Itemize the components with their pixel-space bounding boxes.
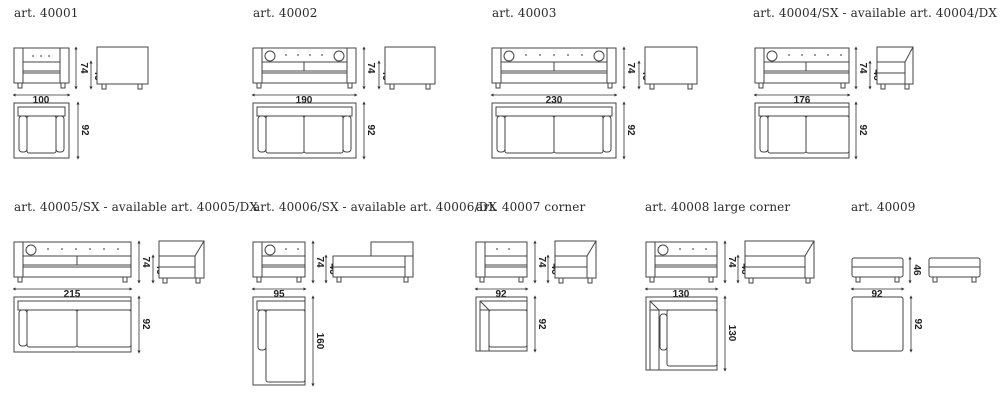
width-label: 92 bbox=[871, 289, 883, 300]
top-view-40007 bbox=[475, 296, 528, 352]
top-view-40009 bbox=[851, 296, 904, 352]
depth-label: 92 bbox=[140, 318, 151, 330]
top-view-40005 bbox=[13, 296, 132, 353]
width-label: 176 bbox=[794, 95, 811, 106]
depth-label: 92 bbox=[857, 124, 868, 136]
drawing-40001: 74 46 100 92 bbox=[12, 46, 149, 160]
item-title-40007: art. 40007 corner bbox=[476, 200, 586, 214]
item-title-40009: art. 40009 bbox=[851, 200, 916, 214]
width-label: 215 bbox=[64, 289, 81, 300]
height-label: 74 bbox=[314, 256, 325, 268]
depth-label: 92 bbox=[365, 124, 376, 136]
width-label: 130 bbox=[673, 289, 690, 300]
drawing-40008: 74 46 130 130 bbox=[644, 240, 815, 372]
drawing-40005: 74 46 215 92 bbox=[12, 240, 205, 354]
top-view-40003 bbox=[491, 102, 617, 159]
depth-label: 92 bbox=[912, 318, 923, 330]
depth-label: 92 bbox=[625, 124, 636, 136]
drawing-40002: 74 46 190 92 bbox=[251, 46, 436, 160]
item-title-40001: art. 40001 bbox=[14, 6, 79, 20]
width-label: 95 bbox=[273, 289, 285, 300]
side-view-40009 bbox=[928, 257, 981, 283]
height-label: 74 bbox=[857, 62, 868, 74]
front-view-40006 bbox=[252, 241, 306, 283]
width-label: 230 bbox=[546, 95, 563, 106]
item-title-40003: art. 40003 bbox=[492, 6, 557, 20]
top-view-40001 bbox=[13, 102, 70, 159]
front-view-40001 bbox=[13, 47, 70, 89]
drawing-40004: 74 46 176 92 bbox=[753, 46, 914, 160]
height-label: 74 bbox=[536, 256, 547, 268]
side-view-40003 bbox=[644, 46, 698, 90]
drawing-40006: 74 46 95 160 bbox=[251, 240, 414, 387]
side-view-40002 bbox=[384, 46, 436, 90]
top-view-40004 bbox=[754, 102, 850, 159]
side-view-40004 bbox=[876, 46, 914, 90]
height-label: 74 bbox=[78, 62, 89, 74]
front-view-40007 bbox=[475, 241, 528, 283]
item-title-40002: art. 40002 bbox=[253, 6, 318, 20]
seat-height-label: 46 bbox=[911, 264, 922, 276]
top-view-40002 bbox=[252, 102, 357, 159]
depth-label: 160 bbox=[314, 333, 325, 350]
front-view-40008 bbox=[645, 241, 718, 283]
item-title-40004: art. 40004/SX - available art. 40004/DX bbox=[753, 6, 997, 20]
width-label: 190 bbox=[296, 95, 313, 106]
front-view-40003 bbox=[491, 47, 617, 89]
width-label: 92 bbox=[495, 289, 507, 300]
top-view-40008 bbox=[645, 296, 718, 371]
side-view-40008 bbox=[744, 240, 815, 284]
side-view-40001 bbox=[96, 46, 149, 90]
height-label: 74 bbox=[140, 256, 151, 268]
height-label: 74 bbox=[625, 62, 636, 74]
depth-label: 130 bbox=[726, 325, 737, 342]
height-label: 74 bbox=[726, 256, 737, 268]
depth-label: 92 bbox=[79, 124, 90, 136]
side-view-40006 bbox=[332, 241, 414, 283]
front-view-40004 bbox=[754, 47, 850, 89]
width-label: 100 bbox=[33, 95, 50, 106]
drawing-40007: 74 46 92 92 bbox=[474, 240, 597, 353]
front-view-40005 bbox=[13, 241, 132, 283]
depth-label: 92 bbox=[536, 318, 547, 330]
drawing-40003: 74 46 230 92 bbox=[490, 46, 698, 160]
item-title-40006: art. 40006/SX - available art. 40006/DX bbox=[253, 200, 497, 214]
side-view-40007 bbox=[554, 240, 597, 284]
item-title-40008: art. 40008 large corner bbox=[645, 200, 791, 214]
drawing-40009: 46 92 92 bbox=[850, 256, 981, 353]
item-title-40005: art. 40005/SX - available art. 40005/DX bbox=[14, 200, 258, 214]
front-view-40002 bbox=[252, 47, 357, 89]
side-view-40005 bbox=[158, 240, 205, 284]
height-label: 74 bbox=[365, 62, 376, 74]
top-view-40006 bbox=[252, 296, 306, 386]
front-view-40009 bbox=[851, 257, 904, 283]
